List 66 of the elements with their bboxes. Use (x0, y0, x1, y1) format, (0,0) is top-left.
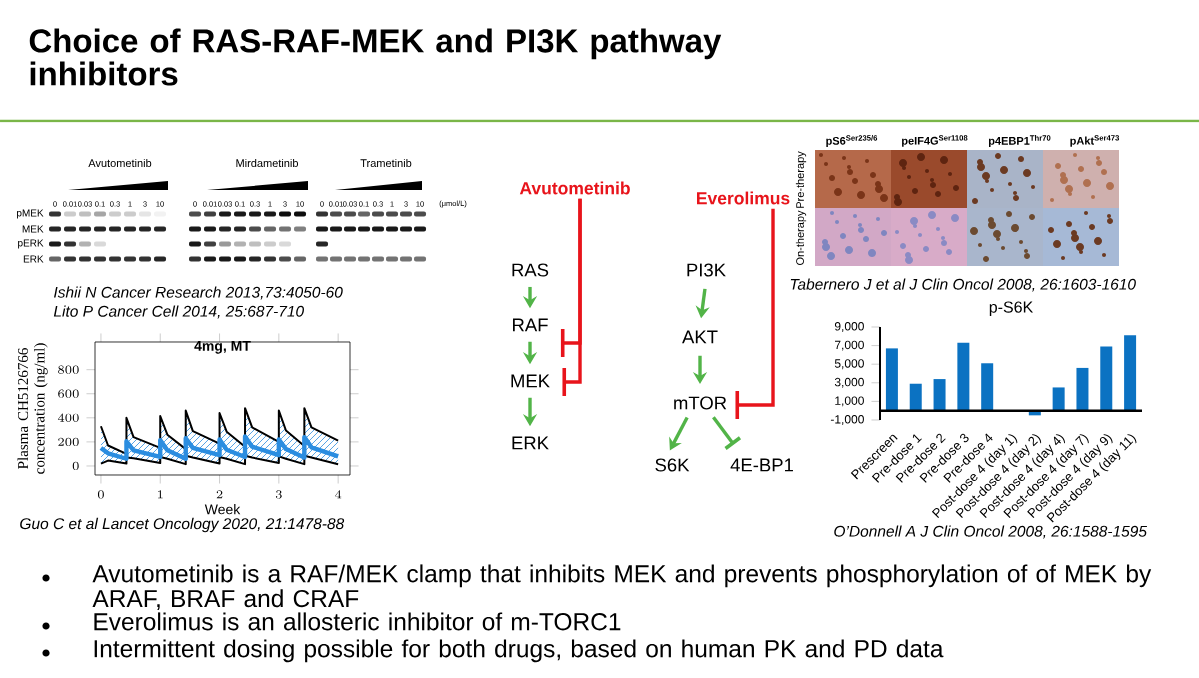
bar (957, 342, 970, 411)
bar (1100, 346, 1113, 411)
slide-title: Choice of RAS-RAF-MEK and PI3K pathway inhibitors (29, 28, 722, 86)
band-label: pERK (18, 239, 44, 249)
row-label: On-therapy (795, 210, 807, 265)
line-series (99, 407, 340, 455)
y-tick-label: 0 (72, 461, 79, 471)
protein-label: mTOR (674, 396, 727, 410)
protein-label: S6K (655, 458, 690, 472)
y-tick-label: 5,000 (834, 359, 864, 370)
protein-label: RAF (513, 318, 548, 332)
chart-title: p-S6K (989, 301, 1034, 316)
chart-title: 4mg, MT (194, 341, 251, 354)
bar (885, 348, 898, 411)
protein-label: ERK (512, 436, 549, 450)
drug-name-label: Avutometinib (88, 158, 152, 167)
band-label: ERK (23, 255, 44, 263)
stain-label: p4EBP1$^{Thr70}$ (988, 135, 1051, 147)
protein-label: MEK (511, 374, 550, 388)
bullet-text: Avutometinib is a RAF/MEK clamp that inhibits MEK and prevents phosphorylation of of MEK by ARAF, BRAF and CRAF (92, 564, 1152, 611)
bar (1076, 367, 1089, 411)
citation: Tabernero J et al J Clin Oncol 2008, 26:1603-1610 (790, 278, 1136, 292)
stain-label: peIF4G$^{Ser1108}$ (902, 135, 968, 147)
citation: Ishii N Cancer Research 2013,73:4050-60 (54, 286, 343, 300)
x-tick-label: 3 (275, 490, 282, 499)
y-tick-label: 200 (58, 437, 79, 447)
inhibition-arrow (735, 208, 775, 419)
band-label: pMEK (17, 209, 44, 219)
x-tick-label: 0 (97, 490, 104, 499)
protein-label: AKT (682, 330, 718, 344)
protein-label: 4E-BP1 (730, 458, 793, 472)
drug-name-label: Trametinib (360, 158, 412, 167)
y-tick-label: 9,000 (834, 322, 864, 332)
bar (933, 379, 946, 411)
band-label: MEK (22, 225, 44, 233)
bar (1124, 335, 1137, 411)
drug-label: Avutometinib (519, 181, 630, 195)
protein-label: RAS (512, 263, 549, 277)
citation: Lito P Cancer Cell 2014, 25:687-710 (53, 305, 304, 319)
y-tick-label: -1,000 (830, 415, 864, 425)
bar (909, 383, 922, 411)
y-tick-label: 7,000 (835, 340, 864, 351)
x-axis-title: Week (204, 504, 241, 515)
bullet-text: Everolimus is an allosteric inhibitor of m-TORC1 (94, 612, 621, 631)
protein-label: PI3K (687, 263, 726, 277)
y-tick-label: 1,000 (835, 396, 864, 407)
inhibition-arrow (562, 198, 582, 396)
row-label: Pre-therapy (795, 151, 807, 208)
x-tick-label: 2 (216, 490, 223, 499)
y-tick-label: 3,000 (834, 377, 864, 388)
y-tick-label: 400 (57, 413, 79, 422)
bar (981, 363, 994, 411)
citation: O’Donnell A J Clin Oncol 2008, 26:1588-1595 (834, 525, 1147, 539)
drug-name-label: Mirdametinib (236, 158, 298, 167)
bullet-text: Intermittent dosing possible for both drugs, based on human PK and PD data (94, 639, 944, 663)
bar (1052, 387, 1065, 411)
x-tick-label: 4 (335, 490, 342, 499)
citation: Guo C et al Lancet Oncology 2020, 21:1478-88 (20, 517, 345, 533)
line-series (99, 454, 340, 466)
drug-label: Everolimus (697, 191, 790, 205)
y-tick-label: 600 (58, 389, 79, 398)
stain-label: pS6$^{Ser235/6}$ (826, 135, 878, 147)
y-axis-title: Plasma CH5126766 concentration (ng/ml) (17, 343, 48, 474)
y-tick-label: 800 (58, 365, 79, 374)
x-tick-label: 1 (158, 490, 163, 499)
stain-label: pAkt$^{Ser473}$ (1070, 135, 1120, 147)
